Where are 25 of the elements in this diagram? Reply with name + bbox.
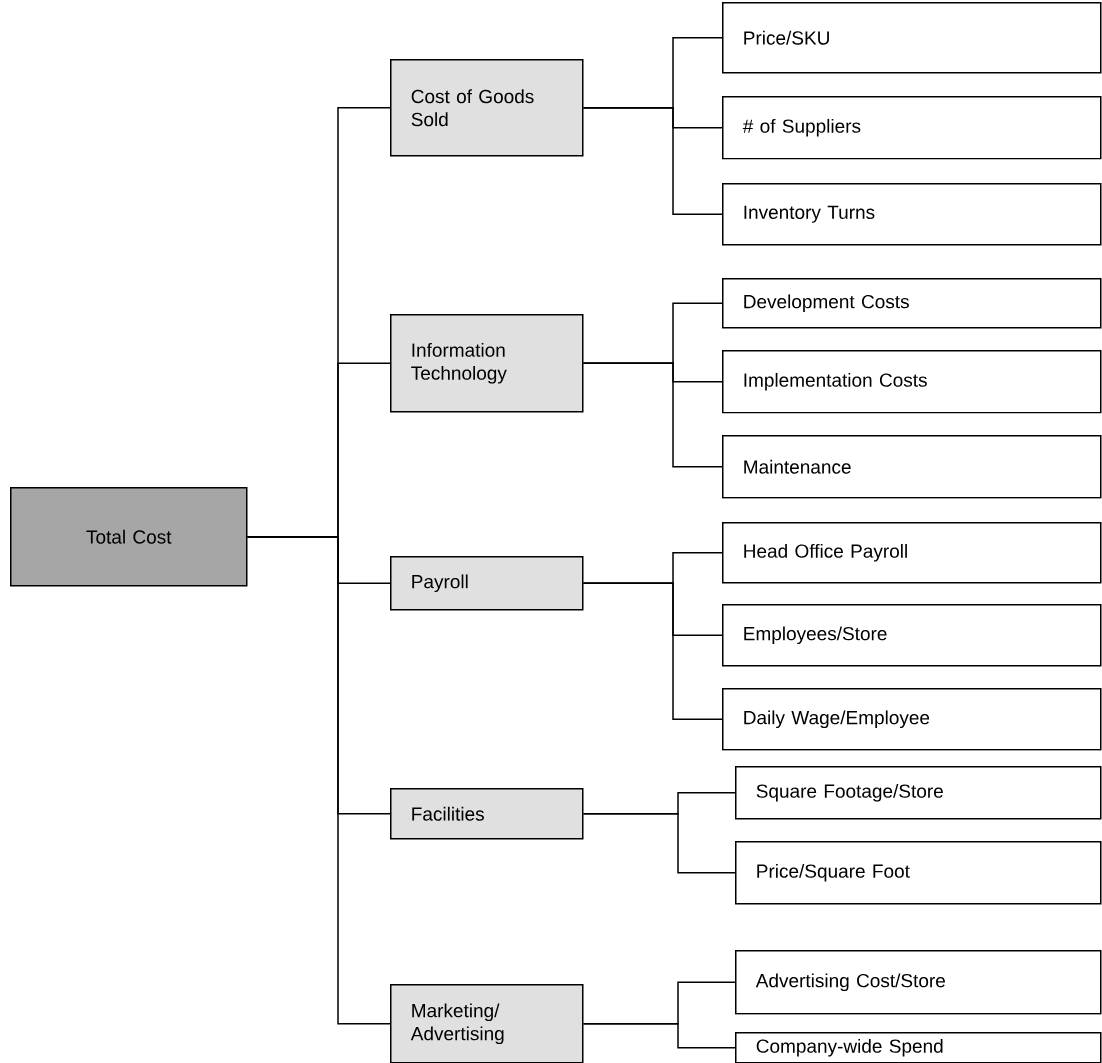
leaf-box: Development Costs (722, 278, 1102, 329)
leaf-box: Head Office Payroll (722, 522, 1102, 584)
leaf-box: Inventory Turns (722, 183, 1102, 246)
connector-line (582, 1023, 736, 1049)
leaf-box: Company-wide Spend (735, 1032, 1102, 1063)
connector-line (582, 582, 723, 720)
category-box: Payroll (390, 556, 584, 611)
category-box: Marketing/ Advertising (390, 984, 584, 1063)
root-box: Total Cost (10, 487, 248, 587)
category-box: Information Technology (390, 314, 584, 413)
category-box: Cost of Goods Sold (390, 59, 584, 157)
connector-line (582, 813, 736, 874)
leaf-box: Implementation Costs (722, 350, 1102, 414)
connector-line (582, 362, 723, 468)
leaf-box: Employees/Store (722, 604, 1102, 667)
category-box: Facilities (390, 788, 584, 840)
connector-line (582, 107, 723, 215)
leaf-box: Maintenance (722, 435, 1102, 499)
leaf-box: Price/Square Foot (735, 841, 1102, 905)
leaf-box: # of Suppliers (722, 96, 1102, 160)
leaf-box: Price/SKU (722, 2, 1102, 74)
leaf-box: Square Footage/Store (735, 766, 1102, 820)
leaf-box: Daily Wage/Employee (722, 688, 1102, 751)
leaf-box: Advertising Cost/Store (735, 950, 1102, 1015)
connector-line (246, 536, 391, 1025)
